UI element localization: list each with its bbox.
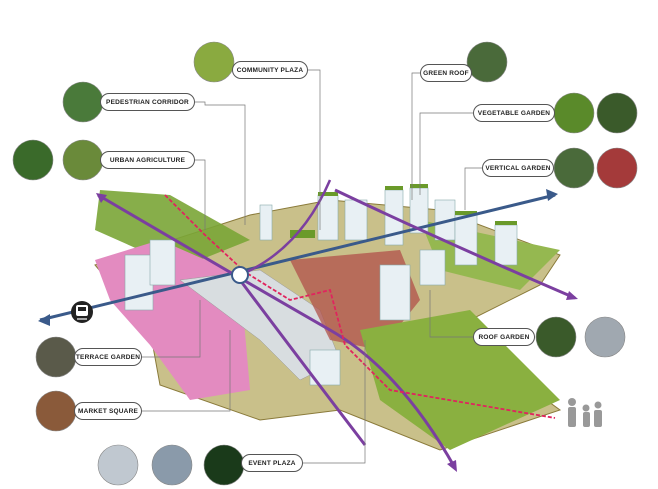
terrace-garden-label: TERRACE GARDEN	[74, 348, 142, 366]
green-axis-arrow-s	[447, 460, 457, 472]
curved-green-axis	[239, 179, 332, 277]
vertical-garden-label: VERTICAL GARDEN	[482, 159, 554, 177]
event-plaza-photo-3	[203, 444, 245, 486]
vegetable-garden-label: VEGETABLE GARDEN	[473, 104, 555, 122]
leader-lines	[140, 69, 482, 464]
market-square-label: MARKET SQUARE	[74, 402, 142, 420]
green-axis-arrow-se	[566, 291, 578, 300]
pedestrian-path	[164, 194, 556, 419]
roof-garden-label: ROOF GARDEN	[473, 328, 535, 346]
roof-garden-photo-1	[535, 316, 577, 358]
pedestrian-corridor-photo	[62, 81, 104, 123]
event-plaza-photo-2	[151, 444, 193, 486]
urban-agriculture-photo-2	[62, 139, 104, 181]
urban-agriculture-field	[95, 190, 250, 260]
community-plaza-label: COMMUNITY PLAZA	[232, 61, 308, 79]
vegetable-fields	[360, 310, 560, 450]
community-plaza-photo	[193, 41, 235, 83]
vertical-garden-photo-1	[553, 147, 595, 189]
event-plaza-label: EVENT PLAZA	[241, 454, 303, 472]
roof-garden-photo-2	[584, 316, 626, 358]
vegetable-garden-photo-1	[553, 92, 595, 134]
people-icon	[568, 398, 602, 427]
green-axis-ne-sw	[334, 188, 576, 300]
vegetable-garden-photo-2	[596, 92, 638, 134]
pedestrian-corridor-label: PEDESTRIAN CORRIDOR	[100, 93, 195, 111]
vertical-garden-photo-2	[596, 147, 638, 189]
green-roof-photo	[466, 41, 508, 83]
train-icon	[71, 301, 93, 323]
transit-arrow-west	[38, 314, 50, 326]
green-roof-label: GREEN ROOF	[420, 64, 472, 82]
green-roofs	[290, 184, 517, 238]
transit-axis-line	[39, 193, 556, 322]
terrace-garden-photo	[35, 336, 77, 378]
urban-agriculture-photo-1	[12, 139, 54, 181]
transit-arrow-east	[546, 189, 558, 201]
towers	[124, 187, 518, 386]
green-axis-north-south	[97, 193, 457, 469]
market-square-photo	[35, 390, 77, 432]
green-axis-arrow-nw	[96, 193, 107, 203]
photo-circles	[12, 41, 638, 486]
central-node	[231, 266, 249, 284]
event-plaza-photo-1	[97, 444, 139, 486]
green-axis-sw	[238, 279, 367, 446]
urban-agriculture-label: URBAN AGRICULTURE	[100, 151, 195, 169]
